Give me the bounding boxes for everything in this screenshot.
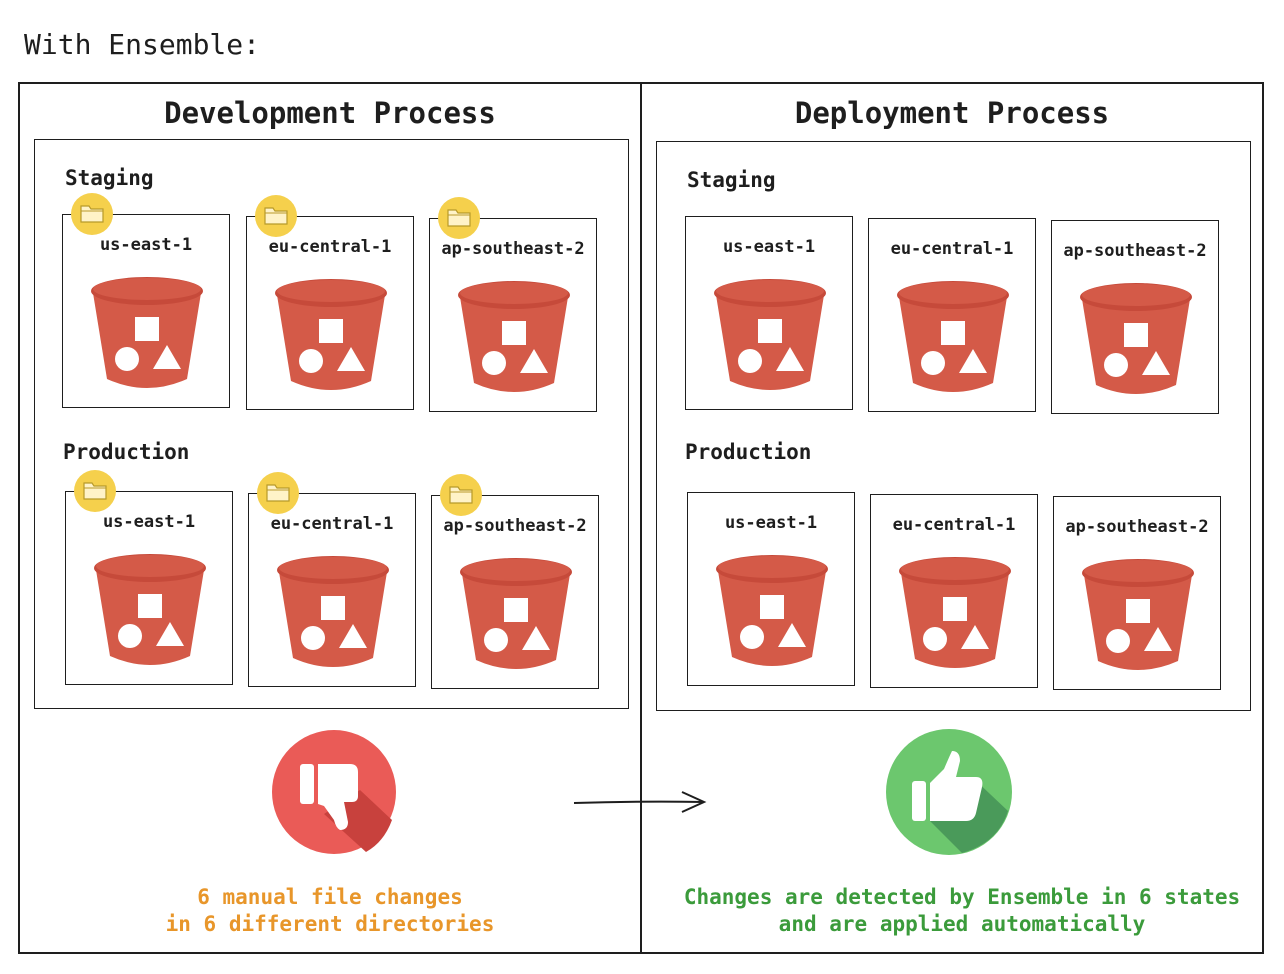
folder-icon — [74, 470, 116, 512]
development-caption-line2: in 6 different directories — [165, 912, 495, 936]
region-label: us-east-1 — [99, 235, 193, 255]
deployment-caption-line1: Changes are detected by Ensemble in 6 st… — [683, 885, 1241, 909]
s3-bucket-icon — [275, 554, 391, 672]
region-card: eu-central-1 — [868, 218, 1036, 412]
region-label: us-east-1 — [724, 513, 818, 533]
folder-icon — [440, 474, 482, 516]
s3-bucket-icon — [89, 275, 205, 393]
region-label: ap-southeast-2 — [443, 516, 587, 536]
region-card: ap-southeast-2 — [1051, 220, 1219, 414]
region-label: eu-central-1 — [890, 239, 1014, 259]
arrow-right-icon — [573, 791, 707, 813]
region-card: eu-central-1 — [248, 472, 416, 687]
s3-bucket-icon — [1078, 281, 1194, 399]
s3-bucket-icon — [714, 553, 830, 671]
s3-bucket-icon — [273, 277, 389, 395]
region-card: eu-central-1 — [246, 195, 414, 410]
production-label: Production — [63, 440, 190, 464]
region-label: eu-central-1 — [268, 237, 392, 257]
region-card: us-east-1 — [62, 193, 230, 408]
region-label: us-east-1 — [722, 237, 816, 257]
region-card: ap-southeast-2 — [1053, 496, 1221, 690]
development-regions-box: Staging us-east-1 eu-central-1 ap-southe… — [34, 139, 629, 709]
s3-bucket-icon — [895, 279, 1011, 397]
region-card: us-east-1 — [685, 216, 853, 410]
development-panel: Development Process Staging us-east-1 eu… — [18, 82, 642, 954]
deployment-panel: Deployment Process Staging us-east-1 eu-… — [640, 82, 1264, 954]
region-card: us-east-1 — [687, 492, 855, 686]
region-card: eu-central-1 — [870, 494, 1038, 688]
s3-bucket-icon — [92, 552, 208, 670]
region-label: ap-southeast-2 — [441, 239, 585, 259]
region-label: eu-central-1 — [892, 515, 1016, 535]
development-title: Development Process — [164, 96, 496, 130]
s3-bucket-icon — [897, 555, 1013, 673]
page-heading: With Ensemble: — [24, 28, 261, 61]
deployment-regions-box: Staging us-east-1 eu-central-1 ap-southe… — [656, 141, 1251, 711]
deployment-title: Deployment Process — [794, 96, 1110, 130]
region-card: ap-southeast-2 — [429, 197, 597, 412]
thumbs-up-icon — [886, 729, 1012, 855]
folder-icon — [438, 197, 480, 239]
region-label: us-east-1 — [102, 512, 196, 532]
region-label: ap-southeast-2 — [1065, 517, 1209, 537]
staging-label: Staging — [65, 166, 154, 190]
production-label: Production — [685, 440, 812, 464]
s3-bucket-icon — [712, 277, 828, 395]
folder-icon — [257, 472, 299, 514]
s3-bucket-icon — [1080, 557, 1196, 675]
region-label: eu-central-1 — [270, 514, 394, 534]
region-card: us-east-1 — [65, 470, 233, 685]
deployment-caption: Changes are detected by Ensemble in 6 st… — [642, 884, 1282, 938]
folder-icon — [255, 195, 297, 237]
development-caption: 6 manual file changes in 6 different dir… — [20, 884, 640, 938]
thumbs-down-icon — [272, 730, 396, 854]
s3-bucket-icon — [458, 556, 574, 674]
region-card: ap-southeast-2 — [431, 474, 599, 689]
folder-icon — [71, 193, 113, 235]
deployment-caption-line2: and are applied automatically — [778, 912, 1146, 936]
staging-label: Staging — [687, 168, 776, 192]
s3-bucket-icon — [456, 279, 572, 397]
region-label: ap-southeast-2 — [1063, 241, 1207, 261]
development-caption-line1: 6 manual file changes — [197, 885, 463, 909]
